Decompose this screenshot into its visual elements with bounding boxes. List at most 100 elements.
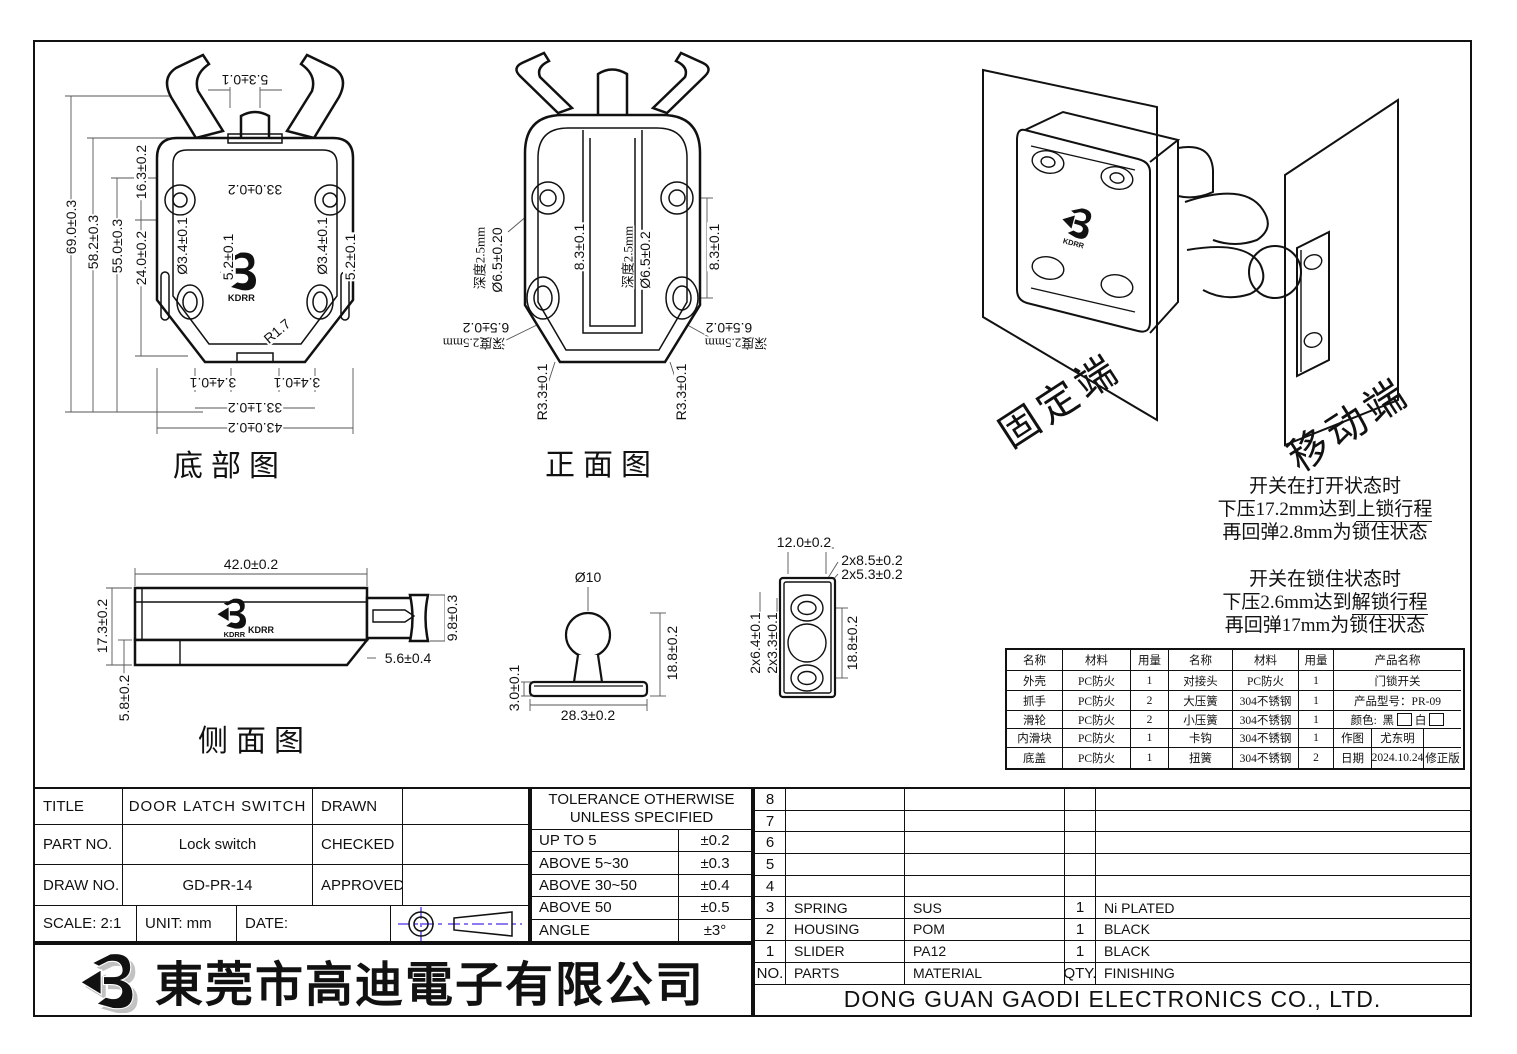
- note-line: 下压2.6mm达到解锁行程: [1222, 592, 1428, 615]
- dim-label: 6.5±0.2: [461, 320, 511, 336]
- draw-by-label: 作图: [1334, 729, 1372, 748]
- spec-cell: 1: [1299, 729, 1334, 748]
- spec-cell: 底盖: [1007, 748, 1063, 768]
- spec-cell: PC防火: [1233, 671, 1299, 691]
- checked-value: [403, 825, 528, 865]
- dim-label: 9.8±0.3: [444, 593, 460, 643]
- product-name-cell: 门锁开关: [1334, 671, 1461, 691]
- date-value: 2024.10.24: [1372, 748, 1424, 768]
- kdrr-mark: KDRR: [217, 598, 246, 639]
- color-white-checkbox: [1429, 713, 1445, 726]
- spec-cell: 对接头: [1169, 671, 1233, 691]
- dim-label: Ø10: [573, 569, 603, 585]
- spec-cell: 1: [1131, 671, 1169, 691]
- spec-cell: 扭簧: [1169, 748, 1233, 768]
- front-view-drawing: [501, 51, 719, 403]
- view-label: 底部图: [173, 450, 287, 483]
- ball-stud-drawing: [518, 587, 666, 711]
- spec-cell: 304不锈钢: [1233, 711, 1299, 729]
- title-label: TITLE: [35, 789, 123, 825]
- spec-cell: 1: [1299, 671, 1334, 691]
- dim-label: 2x5.3±0.2: [840, 566, 904, 582]
- kdrr-logo: [79, 952, 138, 1013]
- dim-label: 55.0±0.3: [109, 217, 125, 275]
- spec-cell: PC防火: [1063, 691, 1131, 711]
- dim-label: 58.2±0.3: [85, 213, 101, 271]
- tolerance-header: TOLERANCE OTHERWISE UNLESS SPECIFIED: [532, 789, 751, 830]
- col-header: QTY.: [1065, 962, 1096, 986]
- dim-label: 5.3±0.1: [220, 72, 270, 88]
- view-label: 侧面图: [198, 725, 312, 758]
- tolerance-row: ABOVE 5~30±0.3: [532, 852, 751, 875]
- dim-label: 16.3±0.2: [133, 143, 149, 201]
- spec-cell: 2: [1131, 711, 1169, 729]
- dim-label: R3.3±0.1: [534, 362, 550, 422]
- dim-label: 17.3±0.2: [94, 597, 110, 655]
- spec-cell: [1424, 729, 1461, 748]
- note-line: 开关在锁住状态时: [1248, 569, 1401, 590]
- svg-text:KDRR: KDRR: [224, 630, 246, 639]
- col-header: FINISHING: [1096, 963, 1470, 986]
- operation-notes: 开关在打开状态时 下压17.2mm达到上锁行程 再回弹2.8mm为锁住状态 开关…: [1195, 475, 1455, 661]
- dim-label: 8.3±0.1: [571, 222, 587, 272]
- iso-view: KDRR 固定端 移动端: [945, 50, 1485, 481]
- spec-cell: 抓手: [1007, 691, 1063, 711]
- color-black-checkbox: [1397, 713, 1413, 726]
- dim-label: 33.1±0.2: [226, 400, 284, 416]
- fixed-panel: [982, 68, 1158, 422]
- dim-label: Ø6.5±0.2: [637, 230, 653, 290]
- svg-text:KDRR: KDRR: [228, 293, 255, 303]
- part-no-label: PART NO.: [35, 825, 123, 865]
- unit-value: UNIT: mm: [137, 906, 237, 941]
- dim-label: 3.4±0.1: [272, 375, 322, 391]
- drawn-value: [403, 789, 528, 825]
- spec-header: 材料: [1233, 650, 1299, 671]
- note-locked: 开关在锁住状态时 下压2.6mm达到解锁行程 再回弹17mm为锁住状态: [1195, 568, 1455, 637]
- spec-header: 名称: [1007, 650, 1063, 671]
- title-block: TITLE DOOR LATCH SWITCH DRAWN PART NO. L…: [33, 787, 530, 943]
- spec-cell: 304不锈钢: [1233, 691, 1299, 711]
- dim-label: 深度2.5mm: [441, 335, 507, 351]
- spec-cell: 卡钩: [1169, 729, 1233, 748]
- moving-panel: [1284, 98, 1399, 447]
- dim-label: 2x8.5±0.2: [840, 552, 904, 568]
- dim-label: 5.2±0.1: [342, 232, 358, 282]
- spec-header: 材料: [1063, 650, 1131, 671]
- date-field: DATE:: [237, 906, 391, 941]
- spec-header: 用量: [1131, 650, 1169, 671]
- company-bar: 東莞市高迪電子有限公司: [33, 943, 753, 1017]
- note-line: 再回弹2.8mm为锁住状态: [1222, 522, 1428, 543]
- spec-cell: 1: [1299, 691, 1334, 711]
- spec-cell: PC防火: [1063, 748, 1131, 768]
- spec-cell: PC防火: [1063, 671, 1131, 691]
- dim-label: Ø6.5±0.20: [489, 226, 505, 294]
- drawn-label: DRAWN: [313, 789, 403, 825]
- ball-stud-view: Ø10 18.8±0.2 3.0±0.1 28.3±0.2: [500, 555, 700, 730]
- dim-label: 8.3±0.1: [706, 222, 722, 272]
- dim-label: 深度2.5mm: [703, 335, 769, 351]
- dim-label: 12.0±0.2: [775, 534, 833, 550]
- tolerance-row: ANGLE±3°: [532, 919, 751, 942]
- dim-label: 28.3±0.2: [559, 707, 617, 723]
- spec-cell: 2: [1299, 748, 1334, 768]
- dim-label: 3.0±0.1: [506, 663, 522, 713]
- side-view-drawing: KDRR KDRR: [106, 568, 451, 680]
- color-cell: 颜色: 黑 白: [1334, 711, 1461, 729]
- spec-cell: 1: [1299, 711, 1334, 729]
- company-name-en: DONG GUAN GAODI ELECTRONICS CO., LTD.: [843, 985, 1382, 1012]
- dim-label: 2x6.4±0.1: [747, 611, 763, 675]
- view-label: 正面图: [545, 449, 659, 482]
- draw-by-value: 尤东明: [1372, 729, 1424, 748]
- spec-cell: 1: [1131, 748, 1169, 768]
- svg-text:KDRR: KDRR: [248, 625, 274, 635]
- front-view: 深度2.5mm Ø6.5±0.20 8.3±0.1 深度2.5mm Ø6.5±0…: [430, 50, 790, 495]
- spec-table: 名称 材料 用量 名称 材料 用量 产品名称 外壳 PC防火 1 对接头 PC防…: [1005, 648, 1465, 770]
- spec-cell: 大压簧: [1169, 691, 1233, 711]
- draw-no-label: DRAW NO.: [35, 865, 123, 906]
- dim-label: 69.0±0.3: [63, 198, 79, 256]
- dim-label: 5.6±0.4: [383, 650, 433, 666]
- dim-label: Ø3.4±0.1: [174, 216, 190, 276]
- dim-label: Ø3.4±0.1: [314, 216, 330, 276]
- company-name-zh: 東莞市高迪電子有限公司: [155, 959, 706, 1012]
- note-line: 下压17.2mm达到上锁行程: [1217, 499, 1433, 522]
